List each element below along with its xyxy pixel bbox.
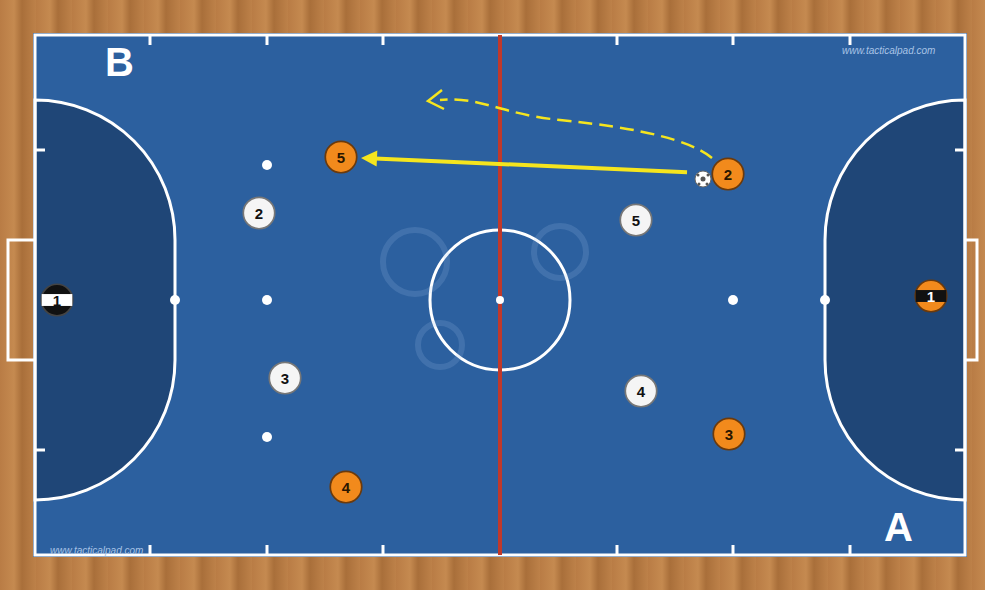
halfway-line xyxy=(498,35,502,555)
player-marker: 3 xyxy=(268,361,302,395)
player-marker: 2 xyxy=(711,157,745,191)
ball xyxy=(695,171,711,187)
player-number: 5 xyxy=(337,150,345,165)
player-number: 3 xyxy=(281,371,289,386)
player-marker: 4 xyxy=(329,470,363,504)
run-arrowhead xyxy=(428,90,444,109)
team-letter: B xyxy=(105,40,134,85)
court-boundary xyxy=(35,35,965,555)
player-marker: 5 xyxy=(619,203,653,237)
player-number: 2 xyxy=(255,206,263,221)
player-marker: 5 xyxy=(324,140,358,174)
player-run-dashed xyxy=(440,99,712,158)
sideline-ticks xyxy=(35,35,965,555)
watermark: www.tacticalpad.com xyxy=(50,545,143,556)
player-marker: 4 xyxy=(624,374,658,408)
penalty-area xyxy=(825,100,965,500)
player-number: 3 xyxy=(725,427,733,442)
player-marker: 1 xyxy=(40,283,74,317)
player-marker: 2 xyxy=(242,196,276,230)
player-number: 1 xyxy=(53,293,61,308)
player-number: 1 xyxy=(927,289,935,304)
court-surface xyxy=(33,33,967,557)
team-letter: A xyxy=(884,505,913,550)
player-marker: 3 xyxy=(712,417,746,451)
player-number: 4 xyxy=(342,480,350,495)
penalty-area xyxy=(35,100,175,500)
player-number: 4 xyxy=(637,384,645,399)
court-spots xyxy=(170,160,830,442)
player-marker: 1 xyxy=(914,279,948,313)
goal xyxy=(8,240,35,360)
logo-watermark xyxy=(383,226,586,367)
watermark: www.tacticalpad.com xyxy=(842,45,935,56)
pass-arrow xyxy=(361,151,687,173)
player-number: 5 xyxy=(632,213,640,228)
player-number: 2 xyxy=(724,167,732,182)
goal xyxy=(965,240,977,360)
